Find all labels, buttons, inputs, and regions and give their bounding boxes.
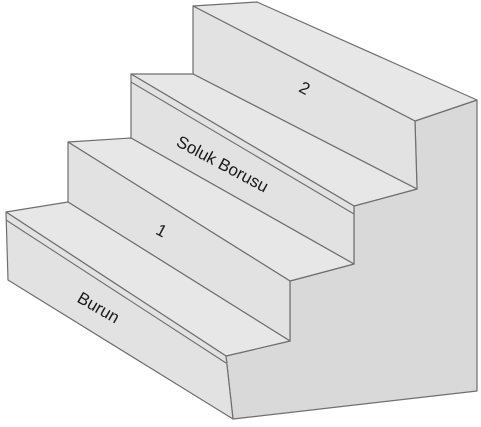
bottom-step-riser <box>5 211 234 420</box>
bottom-step-inner-edge <box>5 219 227 364</box>
third-step-inner-edge <box>130 81 355 215</box>
